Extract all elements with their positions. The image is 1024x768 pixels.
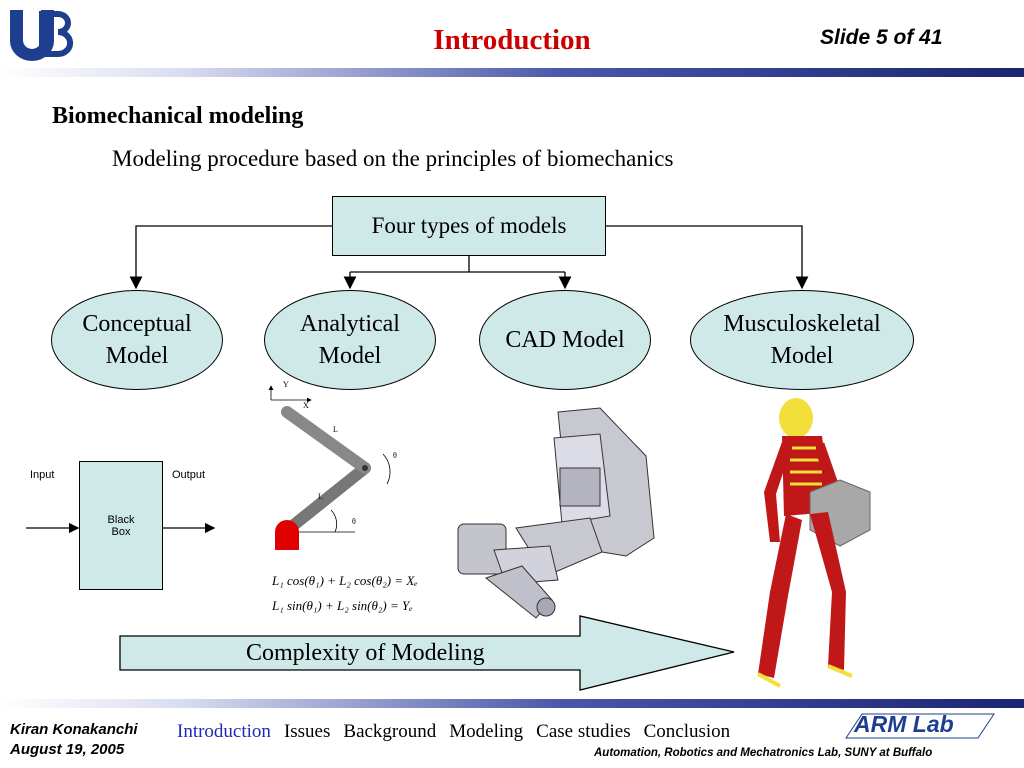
ellipse-musculoskeletal-model: Musculoskeletal Model bbox=[690, 290, 914, 390]
equation-x: L₁ cos(θ₁) + L₂ cos(θ₂) = Xₑ bbox=[272, 573, 418, 588]
ellipse-analytical-model: Analytical Model bbox=[264, 290, 436, 390]
ellipse-conceptual-model: Conceptual Model bbox=[51, 290, 223, 390]
equation-y: L₁ sin(θ₁) + L₂ sin(θ₂) = Yₑ bbox=[272, 598, 413, 613]
black-box-output-label: Output bbox=[172, 469, 206, 481]
black-box-input-label: Input bbox=[30, 469, 55, 481]
author-name: Kiran Konakanchi bbox=[10, 721, 138, 738]
angle-label-theta2: θ bbox=[393, 451, 397, 460]
nav-issues[interactable]: Issues bbox=[283, 721, 331, 742]
root-box-label: Four types of models bbox=[371, 213, 567, 238]
complexity-arrow-shape bbox=[119, 615, 735, 691]
lab-affiliation: Automation, Robotics and Mechatronics La… bbox=[594, 747, 933, 759]
nav-case-studies[interactable]: Case studies bbox=[536, 721, 631, 742]
slide-counter: Slide 5 of 41 bbox=[820, 26, 943, 49]
angle-label-theta1: θ bbox=[352, 517, 356, 526]
footer-divider bbox=[0, 699, 1024, 708]
nav-modeling[interactable]: Modeling bbox=[449, 721, 524, 742]
section-heading: Biomechanical modeling bbox=[52, 103, 304, 129]
axis-label-y: Y bbox=[283, 380, 289, 389]
footer-nav: Introduction Issues Background Modeling … bbox=[177, 721, 739, 743]
arm-lab-logo: ARM Lab bbox=[844, 710, 1004, 740]
section-subheading: Modeling procedure based on the principl… bbox=[112, 146, 674, 171]
nav-introduction[interactable]: Introduction bbox=[177, 721, 271, 742]
axis-label-x: X bbox=[303, 401, 309, 410]
complexity-arrow-label: Complexity of Modeling bbox=[246, 640, 485, 666]
slide-title: Introduction bbox=[433, 24, 591, 56]
tree-connectors bbox=[129, 225, 809, 290]
nav-background[interactable]: Background bbox=[343, 721, 437, 742]
presentation-date: August 19, 2005 bbox=[10, 741, 125, 758]
root-box: Four types of models bbox=[332, 196, 606, 256]
black-box: Black Box bbox=[79, 461, 163, 590]
musculoskeletal-figure-image bbox=[757, 398, 871, 688]
two-link-arm-diagram bbox=[268, 385, 391, 550]
link-label-l2: L bbox=[333, 425, 338, 434]
link-label-l1: L bbox=[318, 492, 323, 501]
cad-robot-image bbox=[457, 407, 655, 619]
black-box-label: Black Box bbox=[107, 513, 135, 538]
nav-conclusion[interactable]: Conclusion bbox=[643, 721, 731, 742]
black-box-arrows bbox=[26, 522, 216, 534]
arm-lab-logo-text: ARM Lab bbox=[854, 711, 954, 737]
ellipse-cad-model: CAD Model bbox=[479, 290, 651, 390]
ub-logo bbox=[6, 6, 76, 62]
header-divider bbox=[0, 68, 1024, 77]
